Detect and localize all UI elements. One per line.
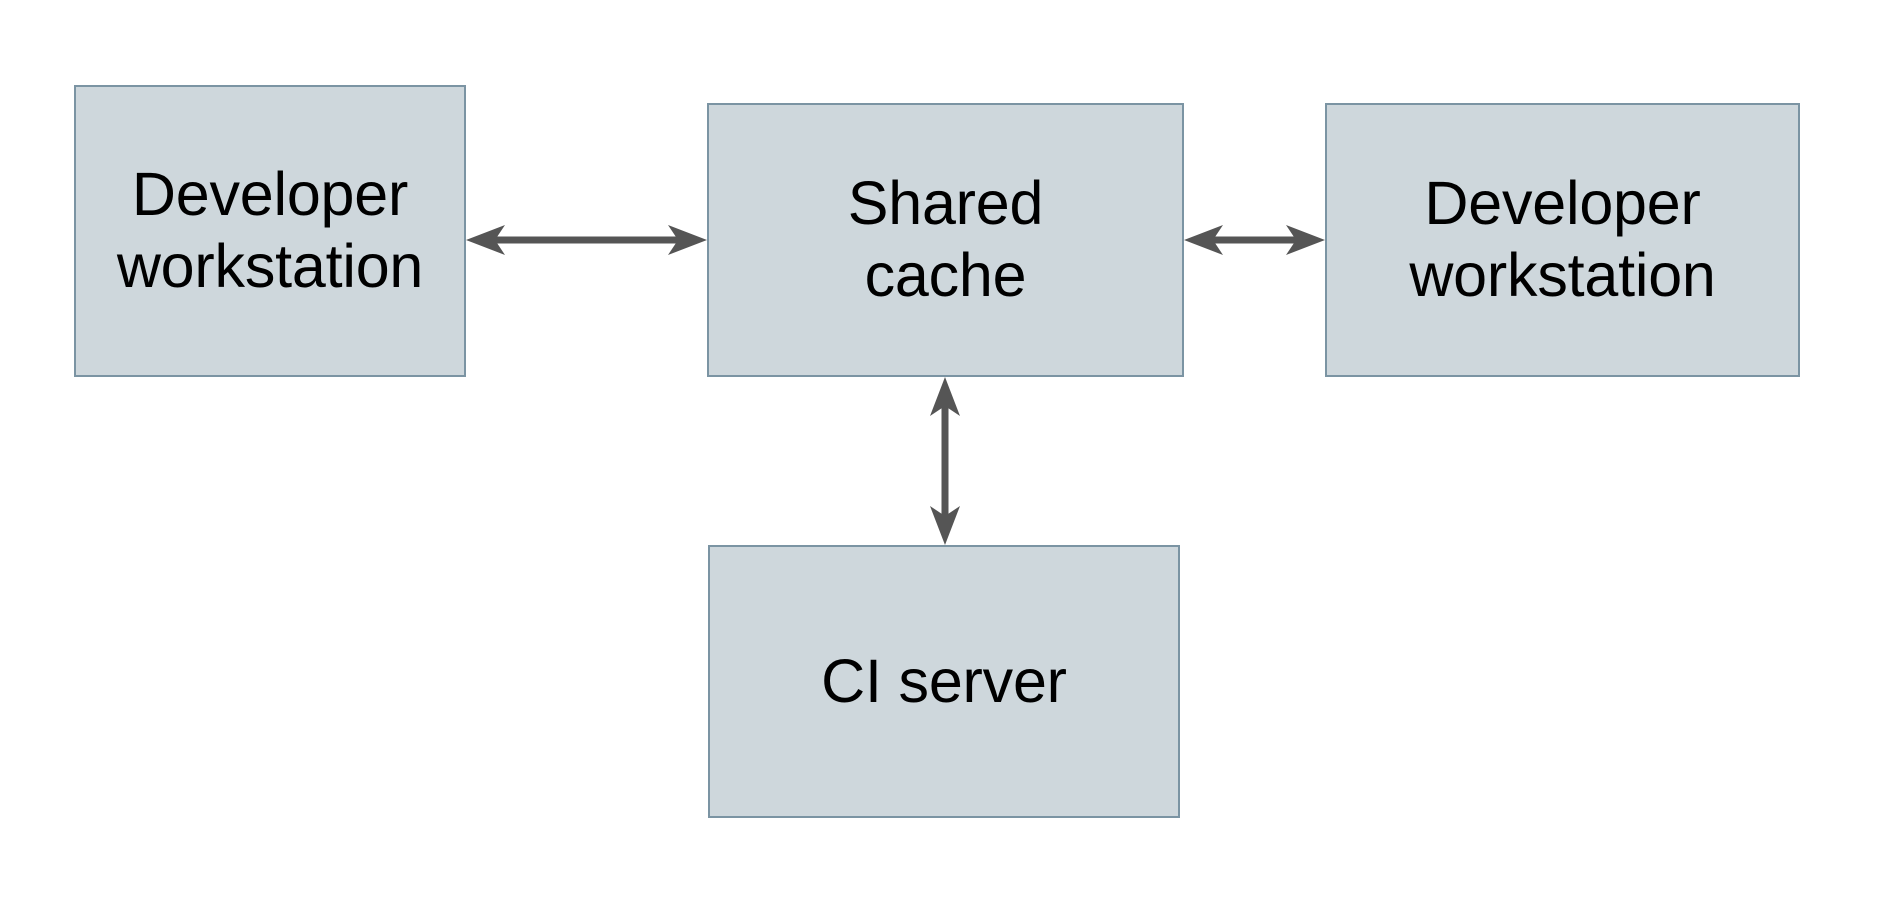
- node-label: Developer workstation: [1409, 169, 1716, 309]
- edge-cache-dev-right: [1184, 225, 1325, 255]
- edge-dev-left-cache: [466, 225, 707, 255]
- edge-cache-ci-server-arrowhead-bottom: [930, 506, 960, 545]
- edge-cache-dev-right-arrowhead-left: [1184, 225, 1223, 255]
- node-shared-cache[interactable]: Shared cache: [707, 103, 1184, 377]
- edge-cache-dev-right-arrowhead-right: [1286, 225, 1325, 255]
- node-label: Shared cache: [847, 169, 1044, 309]
- node-ci-server[interactable]: CI server: [708, 545, 1180, 818]
- edge-dev-left-cache-arrowhead-left: [466, 225, 505, 255]
- edge-cache-ci-server-arrowhead-top: [930, 377, 960, 416]
- node-label: CI server: [821, 646, 1067, 715]
- edge-cache-ci-server: [930, 377, 960, 545]
- node-label: Developer workstation: [116, 160, 424, 300]
- node-developer-workstation-left[interactable]: Developer workstation: [74, 85, 466, 377]
- edge-dev-left-cache-arrowhead-right: [668, 225, 707, 255]
- node-developer-workstation-right[interactable]: Developer workstation: [1325, 103, 1800, 377]
